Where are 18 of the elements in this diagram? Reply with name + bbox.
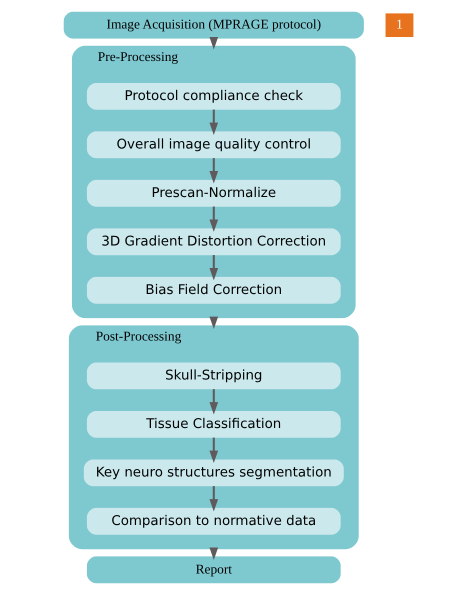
node-box: Report xyxy=(86,556,341,584)
node-box: Skull-Stripping xyxy=(86,362,341,390)
node-box: Key neuro structures segmentation xyxy=(84,459,344,486)
arrow xyxy=(209,389,218,415)
node-box: Comparison to normative data xyxy=(86,508,341,535)
node-box: Bias Field Correction xyxy=(86,276,341,304)
node-box: Protocol compliance check xyxy=(86,82,341,110)
arrow xyxy=(209,158,218,184)
node-box: Tissue Classification xyxy=(86,410,341,438)
arrow xyxy=(209,206,218,232)
node-box: Prescan-Normalize xyxy=(86,180,341,207)
arrow xyxy=(209,486,218,512)
arrow xyxy=(209,255,218,280)
label: 1 xyxy=(396,16,403,32)
node-box: 3D Gradient Distortion Correction xyxy=(86,228,341,256)
node-box: Overall image quality control xyxy=(86,131,341,158)
arrow xyxy=(209,438,218,463)
arrow xyxy=(209,110,218,135)
